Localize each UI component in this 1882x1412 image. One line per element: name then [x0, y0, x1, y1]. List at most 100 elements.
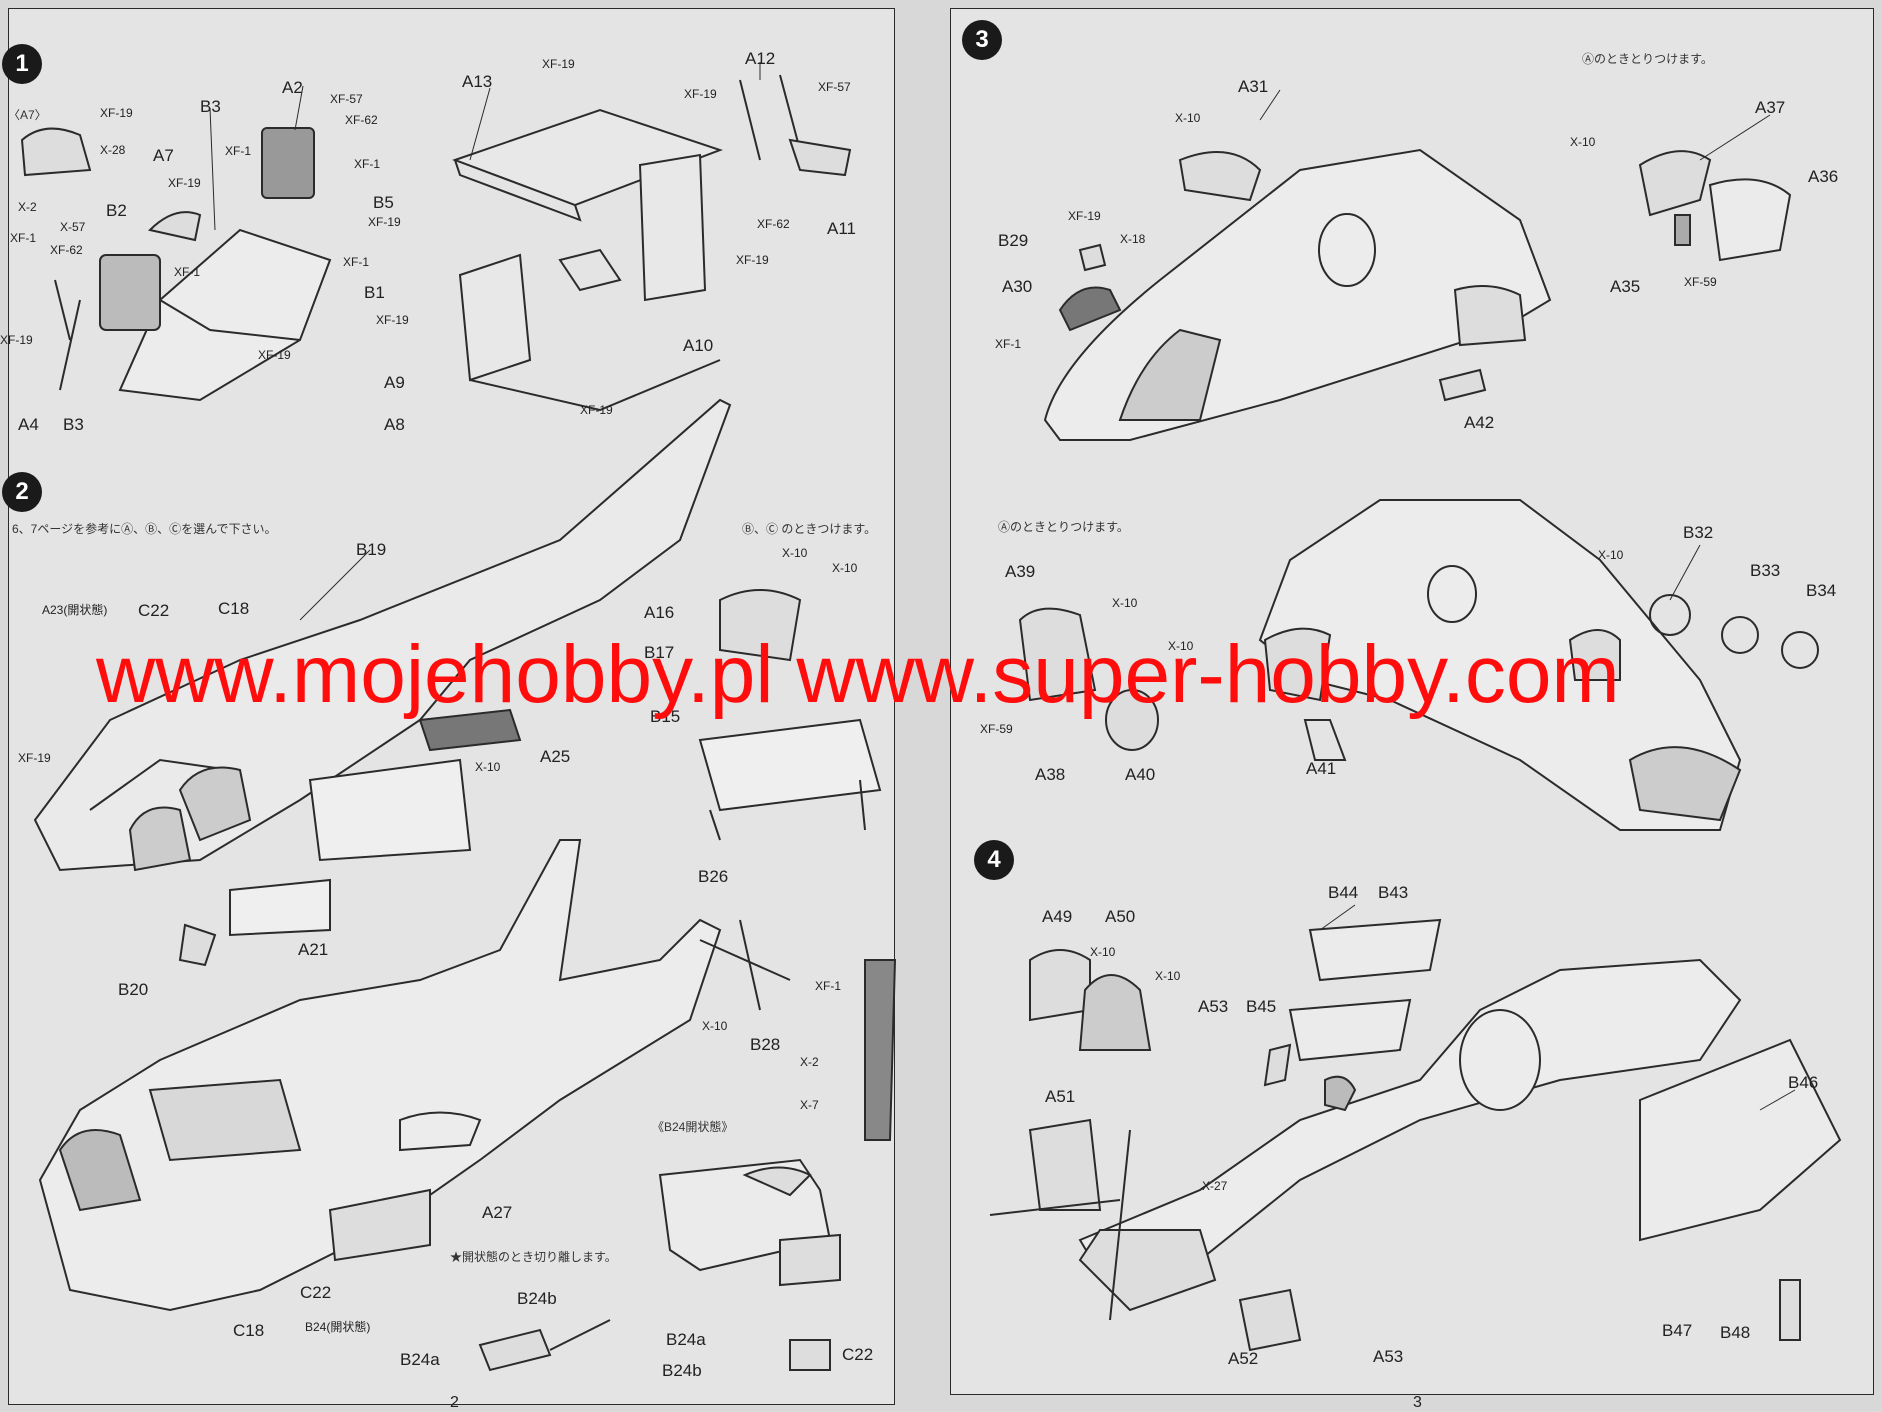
- part-label: XF-19: [1068, 209, 1101, 223]
- part-label: B47: [1662, 1321, 1693, 1340]
- part-label: A42: [1464, 413, 1495, 432]
- part-label: XF-57: [330, 92, 363, 106]
- leader-lines: [209, 62, 1796, 1111]
- part-label: B2: [106, 201, 127, 220]
- step2-reference-note: 6、7ページを参考にⒶ、Ⓑ、Ⓒを選んで下さい。: [12, 522, 277, 536]
- part-label: XF-19: [168, 176, 201, 190]
- part-label: A51: [1045, 1087, 1076, 1106]
- part-label: B45: [1246, 997, 1277, 1016]
- page-number-right: 3: [1413, 1394, 1422, 1411]
- part-label: C22: [842, 1345, 874, 1364]
- part-label: B33: [1750, 561, 1781, 580]
- part-label: B5: [373, 193, 394, 212]
- part-label: X-10: [1090, 945, 1116, 959]
- part-label: A21: [298, 940, 329, 959]
- part-label: A11: [827, 219, 856, 238]
- part-label: A53: [1198, 997, 1229, 1016]
- part-label: B19: [356, 540, 387, 559]
- part-label: X-10: [1598, 548, 1624, 562]
- part-label: X-28: [100, 143, 126, 157]
- part-label: X-2: [18, 200, 37, 214]
- part-label: X-10: [702, 1019, 728, 1033]
- step4-helicopter: [989, 918, 1842, 1352]
- part-label: X-27: [1202, 1179, 1228, 1193]
- part-label: X-10: [1112, 596, 1138, 610]
- part-label: B28: [750, 1035, 781, 1054]
- step-badge-1: 1: [2, 44, 42, 84]
- step2-engine-cover: [698, 589, 882, 841]
- part-label: A23(開状態): [42, 603, 108, 617]
- bc-attach-note: Ⓑ、Ⓒ のときつけます。: [742, 522, 877, 536]
- part-label: A12: [745, 49, 776, 68]
- step3-fuselage: [1043, 148, 1792, 441]
- part-label: XF-1: [354, 157, 381, 171]
- part-label: XF-59: [980, 722, 1013, 736]
- part-label: B29: [998, 231, 1029, 250]
- part-label: C22: [300, 1283, 332, 1302]
- part-label: XF-1: [10, 231, 37, 245]
- part-label: C18: [218, 599, 250, 618]
- part-label: A25: [540, 747, 571, 766]
- part-label: XF-19: [368, 215, 401, 229]
- part-label: XF-1: [225, 144, 252, 158]
- step3-fuselage-rear-view: [1018, 499, 1819, 831]
- part-label: A39: [1005, 562, 1036, 581]
- part-label: XF-57: [818, 80, 851, 94]
- part-label: XF-19: [684, 87, 717, 101]
- part-label: X-10: [475, 760, 501, 774]
- part-label: A7: [153, 146, 174, 165]
- part-label: X-57: [60, 220, 86, 234]
- part-label: B1: [364, 283, 385, 302]
- part-label: XF-19: [18, 751, 51, 765]
- part-label: B24b: [517, 1289, 557, 1308]
- part-label: B24a: [666, 1330, 706, 1349]
- part-label: B15: [650, 707, 681, 726]
- a-attach-note-top: Ⓐのときとりつけます。: [1582, 52, 1713, 66]
- part-label: A40: [1125, 765, 1156, 784]
- part-label: X-10: [1570, 135, 1596, 149]
- part-label: XF-62: [757, 217, 790, 231]
- part-label: A30: [1002, 277, 1033, 296]
- part-label: XF-1: [174, 265, 201, 279]
- page-number-left: 2: [450, 1394, 459, 1411]
- part-label: X-10: [1155, 969, 1181, 983]
- part-label: A2: [282, 78, 303, 97]
- watermark-text: www.mojehobby.pl www.super-hobby.com: [96, 629, 1620, 720]
- part-label: B17: [644, 643, 675, 662]
- part-label: XF-1: [995, 337, 1022, 351]
- part-label: B20: [118, 980, 149, 999]
- step2-fuselage-left-half: [33, 398, 732, 967]
- part-label: XF-62: [345, 113, 378, 127]
- part-label: B43: [1378, 883, 1409, 902]
- part-label: X-10: [1168, 639, 1194, 653]
- step1-floor-drawing: [452, 74, 852, 412]
- part-label: A37: [1755, 98, 1786, 117]
- cut-note: ★開状態のとき切り離します。: [450, 1250, 617, 1264]
- part-label: A13: [462, 72, 493, 91]
- part-label: A31: [1238, 77, 1269, 96]
- step2-b24-detail: [478, 1158, 841, 1372]
- step-badge-4: 4: [974, 840, 1014, 880]
- b24-open-note: 《B24開状態》: [652, 1120, 734, 1134]
- step2-fuselage-assembled: [38, 839, 897, 1312]
- part-label: A36: [1808, 167, 1839, 186]
- step-badge-3: 3: [962, 20, 1002, 60]
- part-label: A49: [1042, 907, 1073, 926]
- part-label: XF-62: [50, 243, 83, 257]
- part-label: C22: [138, 601, 170, 620]
- part-label: XF-1: [815, 979, 842, 993]
- part-label: XF-19: [100, 106, 133, 120]
- part-label: X-18: [1120, 232, 1146, 246]
- part-label: B3: [63, 415, 84, 434]
- part-label: XF-1: [343, 255, 370, 269]
- part-label: B24a: [400, 1350, 440, 1369]
- part-label: A50: [1105, 907, 1136, 926]
- part-label: A41: [1306, 759, 1337, 778]
- a-attach-note-mid: Ⓐのときとりつけます。: [998, 520, 1129, 534]
- part-label: C18: [233, 1321, 265, 1340]
- part-label: B24(開状態): [305, 1320, 371, 1334]
- part-label: B3: [200, 97, 221, 116]
- part-label: X-2: [800, 1055, 819, 1069]
